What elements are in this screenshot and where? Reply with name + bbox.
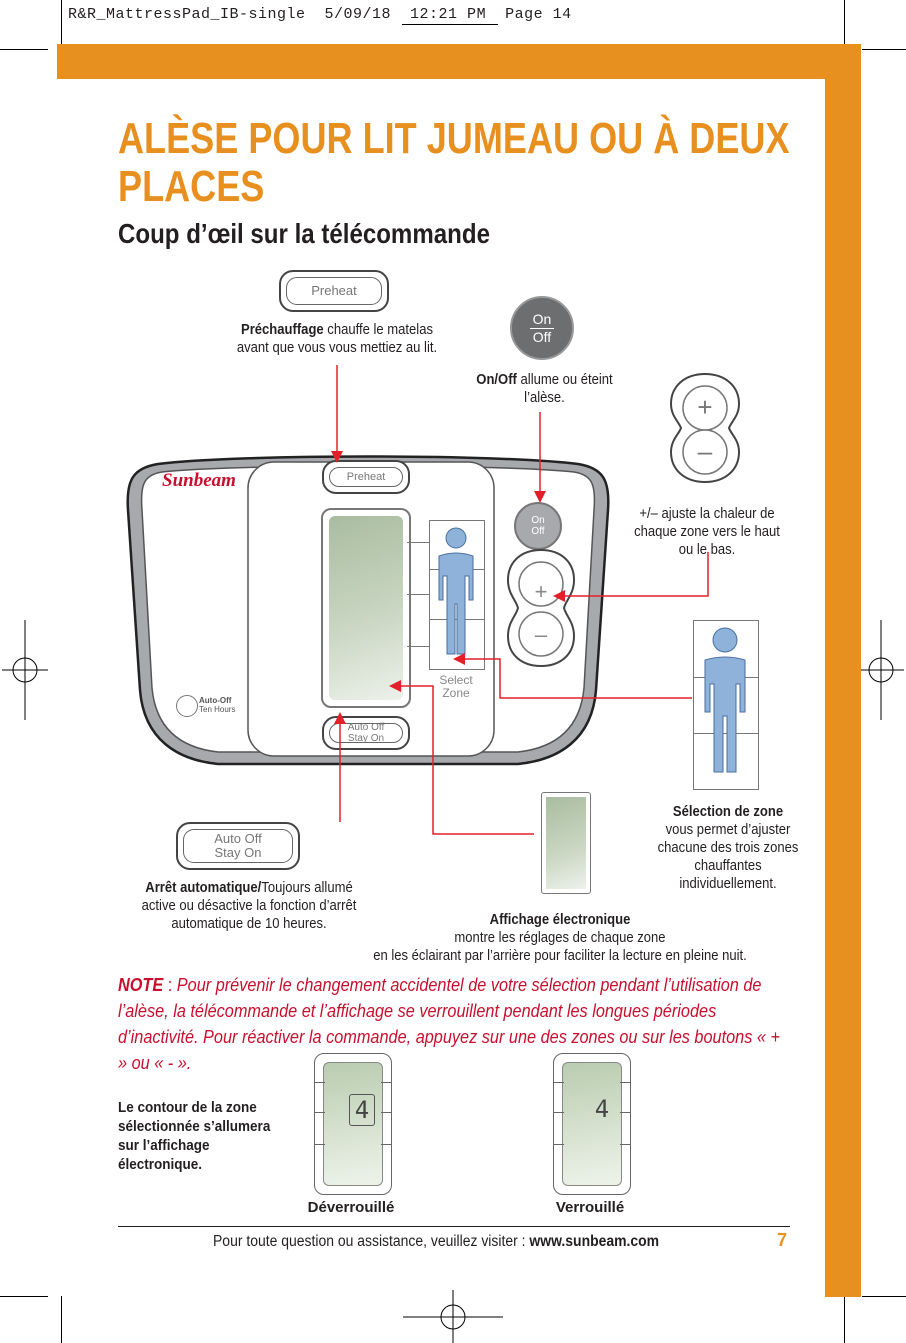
crop-mark (0, 1296, 48, 1297)
crop-mark (862, 49, 906, 50)
zone-tick (407, 646, 431, 647)
brand-logo: Sunbeam (162, 470, 236, 491)
crop-mark (61, 0, 62, 48)
onoff-callout-title: On/Off (476, 372, 517, 388)
zone-callout: Sélection de zone vous permet d’ajuster c… (656, 803, 800, 893)
crop-mark (61, 1296, 62, 1343)
onoff-callout-text: allume ou éteint l’alèse. (516, 372, 613, 406)
crop-mark (844, 0, 845, 48)
auto-off-button[interactable]: Auto Off Stay On (176, 822, 300, 870)
select-zone-label: Select Zone (432, 674, 480, 700)
select-label: Select (439, 673, 473, 687)
file-slug: R&R_MattressPad_IB-single 5/09/18 12:21 … (68, 6, 572, 23)
crop-mark (844, 1296, 845, 1343)
registration-mark (2, 620, 48, 720)
unlocked-label: Déverrouillé (307, 1199, 395, 1216)
footer-text: Pour toute question ou assistance, veuil… (213, 1233, 659, 1251)
autooff-callout-title: Arrêt automatique/ (145, 880, 262, 896)
zone-tick (407, 542, 431, 543)
zone-label: Zone (442, 686, 470, 700)
locked-display: 4 (553, 1053, 631, 1195)
remote-minus-icon[interactable]: – (534, 622, 548, 647)
auto-off-badge-icon (176, 695, 198, 717)
page-title: ALÈSE POUR LIT JUMEAU OU À DEUX PLACES (118, 114, 790, 211)
plus-minus-standalone (669, 372, 741, 484)
crop-mark (0, 49, 48, 50)
zone-tick (407, 594, 431, 595)
display-callout: Affichage électronique montre les réglag… (353, 911, 767, 965)
locked-label: Verrouillé (555, 1199, 625, 1216)
auto-off-label: Auto Off (214, 831, 262, 846)
display-callout-line1: montre les réglages de chaque zone (454, 930, 666, 946)
auto-off-badge: Auto-Off Ten Hours (199, 696, 235, 714)
remote-preheat-label: Preheat (346, 471, 386, 483)
off-label: Off (532, 328, 552, 345)
remote-auto-off-button[interactable]: Auto Off Stay On (322, 716, 410, 750)
preheat-button-label: Preheat (311, 283, 357, 298)
autooff-callout-text: Toujours allumé active ou désactive la f… (141, 880, 357, 932)
orange-top-band (57, 44, 861, 79)
display-callout-line2: en les éclairant par l’arrière pour faci… (373, 948, 747, 964)
display-callout-title: Affichage électronique (489, 912, 631, 928)
remote-on-off-button[interactable]: On Off (514, 502, 562, 550)
plus-icon[interactable]: + (697, 392, 713, 422)
slug-underline (402, 24, 498, 25)
display-standalone (541, 792, 591, 894)
registration-mark (858, 620, 904, 720)
registration-mark (403, 1290, 503, 1343)
zone-callout-title: Sélection de zone (672, 804, 784, 820)
on-label: On (532, 310, 552, 327)
minus-icon[interactable]: – (697, 436, 713, 466)
zone-person-icon (704, 627, 746, 773)
note-text: Pour prévenir le changement accidentel d… (118, 974, 780, 1073)
zone-callout-text: vous permet d’ajuster chacune des trois … (657, 822, 799, 892)
autooff-callout: Arrêt automatique/Toujours allumé active… (131, 879, 367, 933)
badge-auto-off: Auto-Off (199, 696, 232, 705)
plusminus-callout: +/– ajuste la chaleur de chaque zone ver… (634, 506, 780, 558)
remote-display-frame (321, 508, 411, 708)
preheat-callout-text: chauffe le matelas avant que vous vous m… (236, 322, 438, 356)
preheat-callout: Préchauffage chauffe le matelas avant qu… (234, 321, 441, 357)
remote-auto-off-label: Auto Off (347, 722, 385, 733)
crop-mark (862, 1296, 906, 1297)
orange-side-band (825, 44, 861, 1297)
remote-person-icon (438, 527, 474, 655)
preheat-callout-title: Préchauffage (240, 322, 324, 338)
on-off-button[interactable]: On Off (510, 296, 574, 360)
remote-stay-on-label: Stay On (347, 733, 385, 744)
footer-prefix: Pour toute question ou assistance, veuil… (213, 1233, 530, 1250)
remote-on-label: On (531, 515, 545, 526)
badge-ten-hours: Ten Hours (199, 705, 236, 714)
footer-rule (118, 1226, 790, 1227)
footer-url[interactable]: www.sunbeam.com (529, 1233, 660, 1250)
remote-plus-minus (506, 548, 576, 668)
remote-plus-icon[interactable]: + (534, 579, 548, 604)
unlocked-zone-value: 4 (349, 1094, 375, 1126)
remote-display-screen (329, 516, 403, 700)
remote-off-label: Off (531, 526, 545, 537)
page-number: 7 (777, 1230, 788, 1250)
unlocked-display: 4 (314, 1053, 392, 1195)
note-paragraph: NOTE : Pour prévenir le changement accid… (118, 972, 787, 1076)
on-off-divider (530, 327, 554, 329)
locked-zone-value: 4 (594, 1095, 610, 1123)
zone-outline-text: Le contour de la zone sélectionnée s’all… (118, 1099, 271, 1173)
preheat-button[interactable]: Preheat (279, 270, 389, 312)
note-colon: : (163, 974, 173, 995)
note-label: NOTE (118, 974, 164, 995)
stay-on-label: Stay On (214, 845, 262, 860)
remote-preheat-button[interactable]: Preheat (322, 460, 410, 494)
page-subtitle: Coup d’œil sur la télécommande (118, 218, 490, 249)
onoff-callout: On/Off allume ou éteint l’alèse. (470, 371, 619, 407)
